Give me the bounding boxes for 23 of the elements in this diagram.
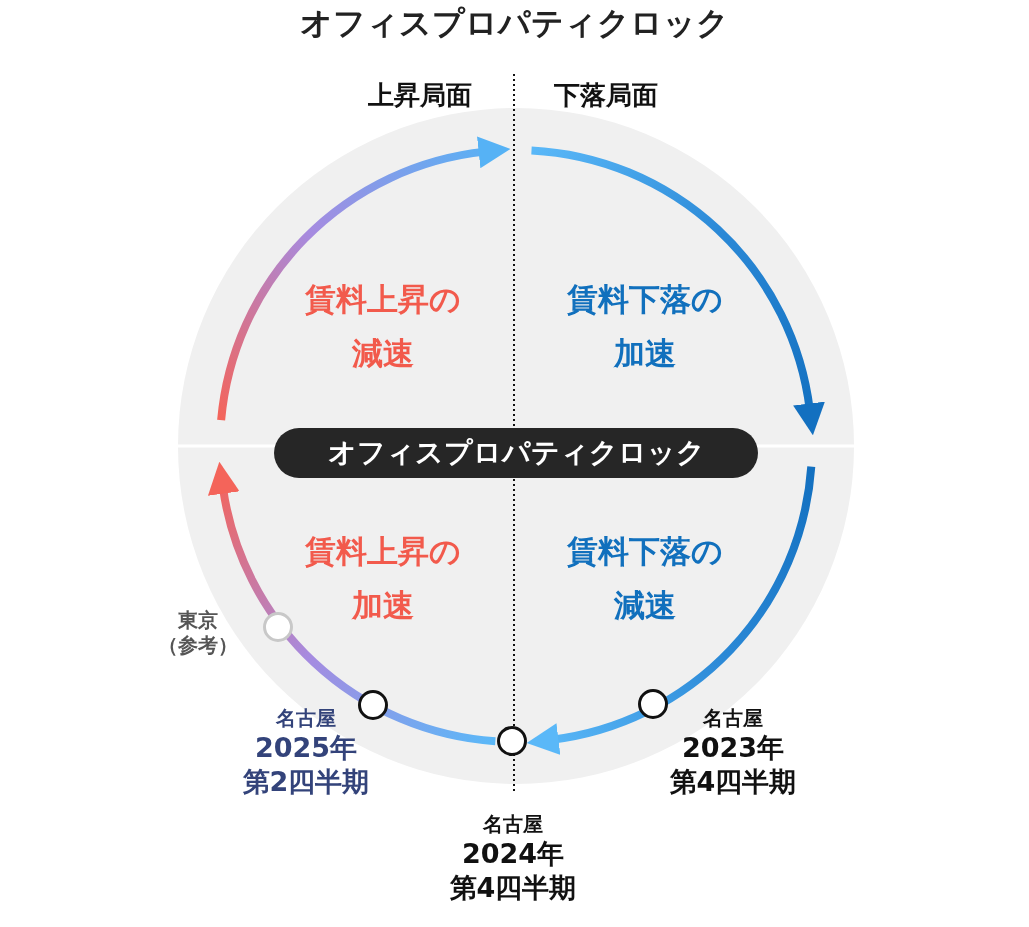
period-label: 第2四半期	[241, 765, 371, 799]
quadrant-label: 賃料上昇の減速	[304, 280, 462, 373]
period-label: 2025年	[253, 731, 359, 765]
period-label: 2023年	[680, 731, 786, 765]
marker-circle	[638, 689, 668, 719]
quadrant-label: 賃料下落の減速	[566, 532, 724, 625]
marker-circle	[497, 726, 527, 756]
period-label: 第4四半期	[668, 765, 798, 799]
diagram-title: オフィスプロパティクロック	[299, 3, 730, 44]
marker-circle	[263, 612, 293, 642]
place-label: 名古屋	[275, 706, 337, 731]
quadrant-label: 賃料下落の加速	[566, 280, 724, 373]
period-label: （参考）	[157, 633, 239, 658]
marker-circle	[358, 690, 388, 720]
phase-label: 下落局面	[553, 79, 659, 112]
place-label: 名古屋	[702, 706, 764, 731]
place-label: 東京	[177, 608, 219, 633]
phase-label: 上昇局面	[367, 79, 473, 112]
period-label: 第4四半期	[448, 871, 578, 905]
period-label: 2024年	[460, 837, 566, 871]
place-label: 名古屋	[482, 812, 544, 837]
quadrant-label: 賃料上昇の加速	[304, 532, 462, 625]
center-pill: オフィスプロパティクロック	[274, 428, 758, 478]
